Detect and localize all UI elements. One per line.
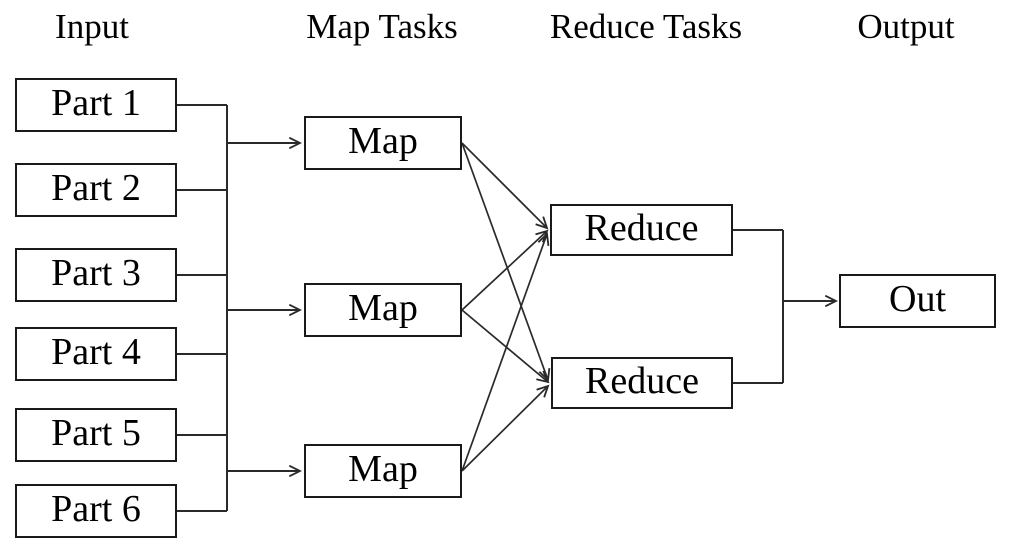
column-header-input: Input bbox=[55, 7, 129, 46]
edge-map3-reduce2 bbox=[461, 384, 550, 472]
node-part-6: Part 6 bbox=[15, 484, 177, 538]
column-header-map-tasks: Map Tasks bbox=[306, 7, 458, 46]
column-header-output: Output bbox=[857, 7, 955, 46]
edge-map1-reduce2 bbox=[461, 142, 551, 382]
node-part-4: Part 4 bbox=[15, 327, 177, 381]
edge-map1-reduce1 bbox=[461, 142, 549, 230]
node-part-5: Part 5 bbox=[15, 408, 177, 462]
column-header-reduce-tasks: Reduce Tasks bbox=[549, 7, 743, 46]
node-reduce-2: Reduce bbox=[551, 357, 733, 409]
node-part-3: Part 3 bbox=[15, 248, 177, 302]
node-map-3: Map bbox=[304, 444, 462, 498]
node-map-1: Map bbox=[304, 116, 462, 170]
node-part-2: Part 2 bbox=[15, 163, 177, 217]
edge-map3-reduce1 bbox=[461, 232, 550, 472]
edge-map2-reduce1 bbox=[461, 229, 549, 311]
node-map-2: Map bbox=[304, 283, 462, 337]
edge-map2-reduce2 bbox=[461, 309, 550, 384]
node-reduce-1: Reduce bbox=[550, 204, 733, 256]
node-out: Out bbox=[839, 274, 996, 328]
node-part-1: Part 1 bbox=[15, 78, 177, 132]
